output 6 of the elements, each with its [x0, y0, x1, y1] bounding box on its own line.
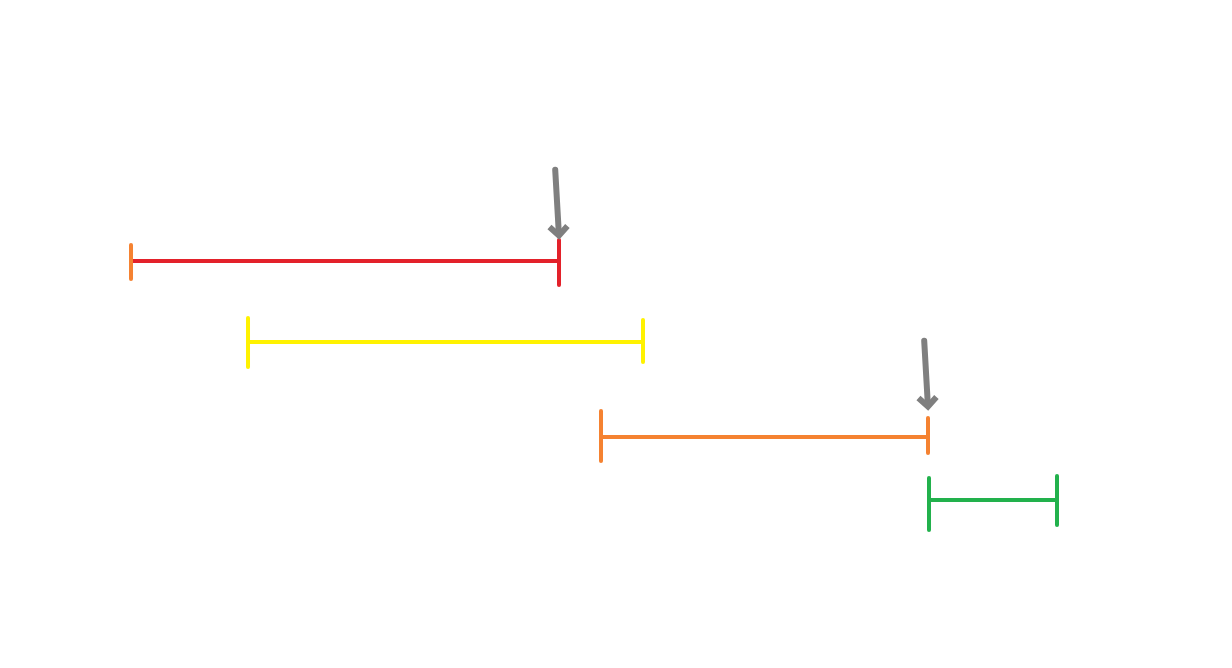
arrow [547, 166, 570, 240]
interval-bar [599, 409, 930, 463]
interval-bar [927, 474, 1059, 532]
interval-bar [129, 238, 561, 287]
interval-bar [246, 316, 645, 369]
arrow [916, 337, 939, 411]
